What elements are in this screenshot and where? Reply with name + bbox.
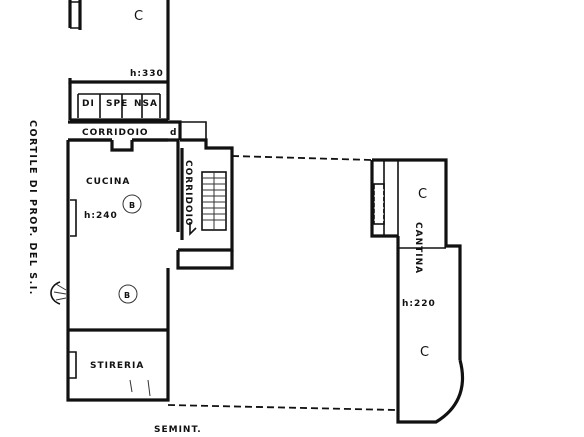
dispensa-label-1: DI: [82, 99, 95, 109]
cantina-letter-bottom: C: [420, 345, 429, 360]
cantina: C CANTINA h:220 C: [370, 158, 465, 424]
stair-left: [201, 171, 227, 231]
corridor-top-mark: d: [170, 128, 177, 138]
corridor-top-label: CORRIDOIO: [82, 128, 149, 138]
stireria-label: STIRERIA: [90, 361, 144, 371]
cantina-label: CANTINA: [413, 222, 423, 274]
cantina-letter-top: C: [418, 187, 427, 202]
top-room-height: h:330: [130, 69, 164, 79]
stireria: STIRERIA: [66, 328, 170, 402]
cucina-height: h:240: [84, 211, 118, 221]
cucina: CUCINA h:240 B: [66, 138, 180, 330]
dispensa-label-3: NSA: [134, 99, 158, 109]
top-room: C h:330: [68, 0, 170, 84]
dashed-connectors: [167, 155, 397, 411]
middle-room: B: [50, 250, 234, 332]
cucina-label: CUCINA: [86, 177, 130, 187]
top-room-letter: C: [134, 9, 143, 24]
cantina-height: h:220: [402, 299, 436, 309]
courtyard-label: CORTILE DI PROP. DEL S.I.: [27, 120, 38, 296]
corridor-top: CORRIDOIO d: [68, 120, 207, 142]
stair-right: [373, 183, 385, 225]
corridor-side-label: CORRIDOIO: [183, 160, 193, 227]
cucina-mark: B: [129, 201, 135, 210]
middle-room-mark: B: [124, 291, 130, 300]
corridor-side: CORRIDOIO: [178, 138, 234, 252]
footer-label: SEMINT.: [154, 425, 202, 435]
dispensa-label-2: SPE: [106, 99, 128, 109]
dispensa: DI SPE NSA: [68, 82, 170, 122]
